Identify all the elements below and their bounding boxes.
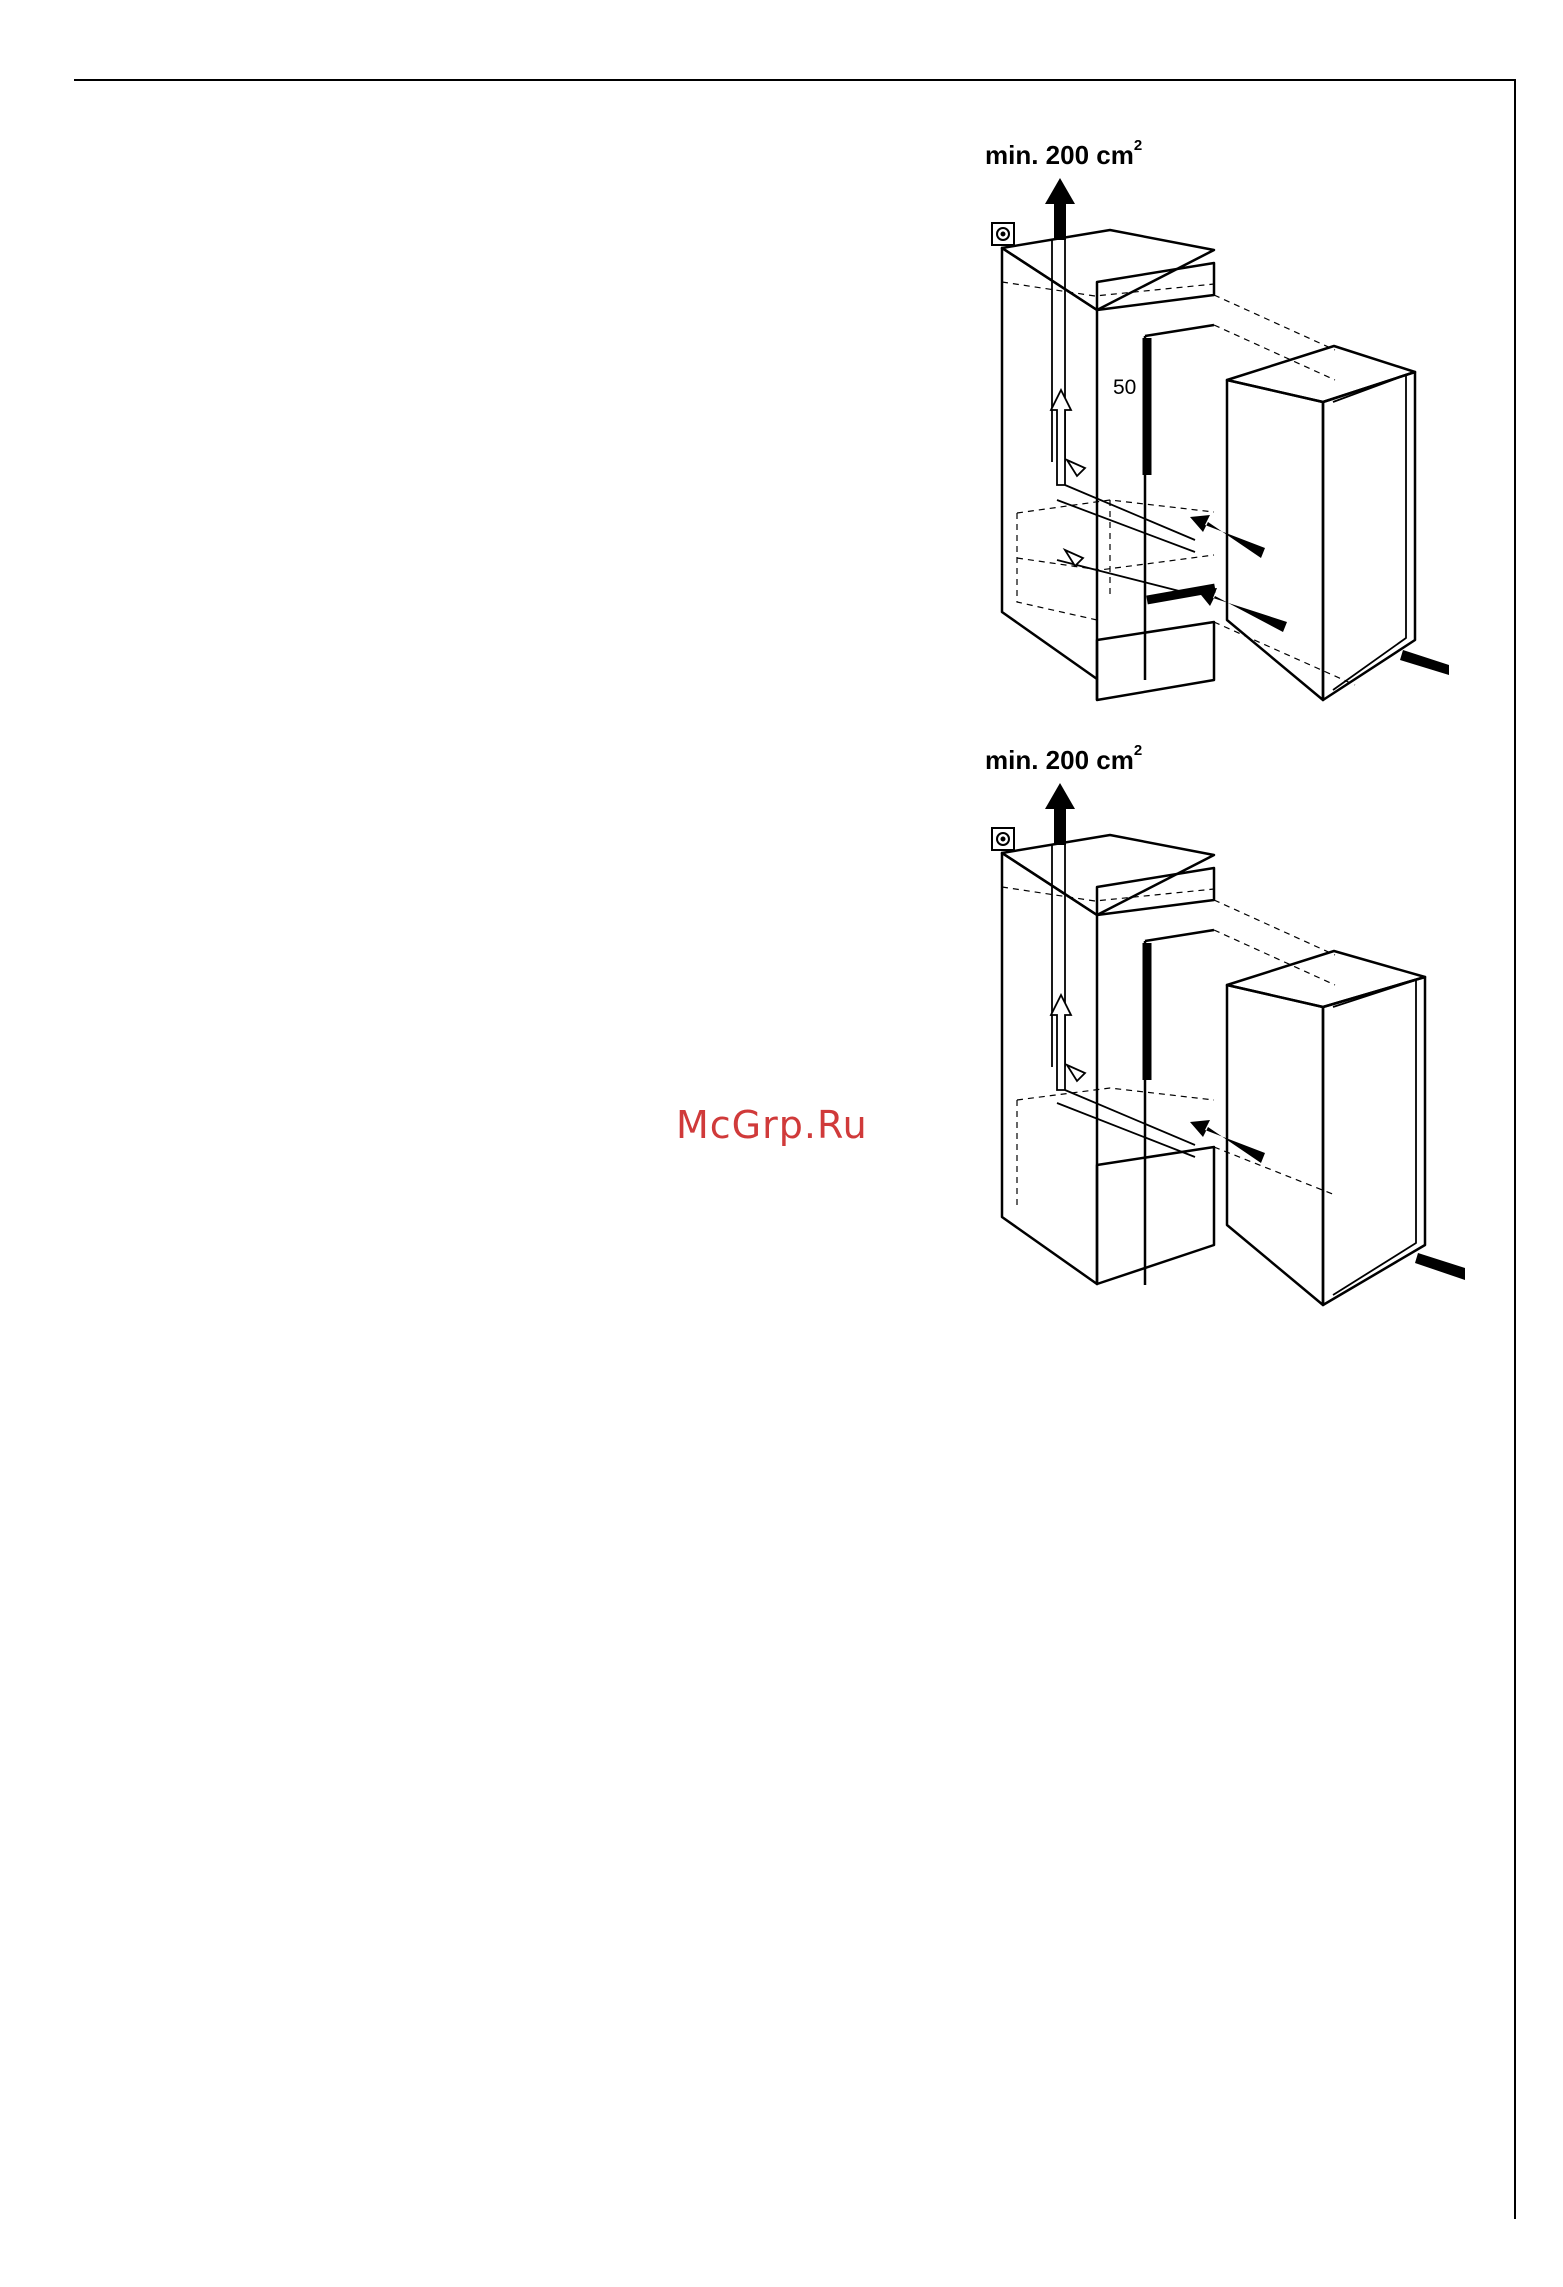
- installation-diagram: [965, 140, 1485, 720]
- air-flow-arrow-icon: [1051, 845, 1195, 1157]
- ventilation-figure-with-plinth-vent: min. 200 cm2 50: [965, 140, 1485, 720]
- top-rule: [74, 79, 1516, 81]
- ventilation-figure-without-plinth-vent: min. 200 cm2: [965, 745, 1485, 1325]
- install-arrow-icon: [1190, 515, 1449, 675]
- cabinet-side-panel: [1002, 248, 1097, 679]
- socket-icon: [992, 223, 1014, 245]
- right-margin-rule: [1514, 79, 1516, 2219]
- up-arrow-icon: [1045, 783, 1075, 845]
- socket-icon: [992, 828, 1014, 850]
- installation-diagram: [965, 745, 1485, 1325]
- up-arrow-icon: [1045, 178, 1075, 240]
- watermark: McGrp.Ru: [676, 1103, 868, 1147]
